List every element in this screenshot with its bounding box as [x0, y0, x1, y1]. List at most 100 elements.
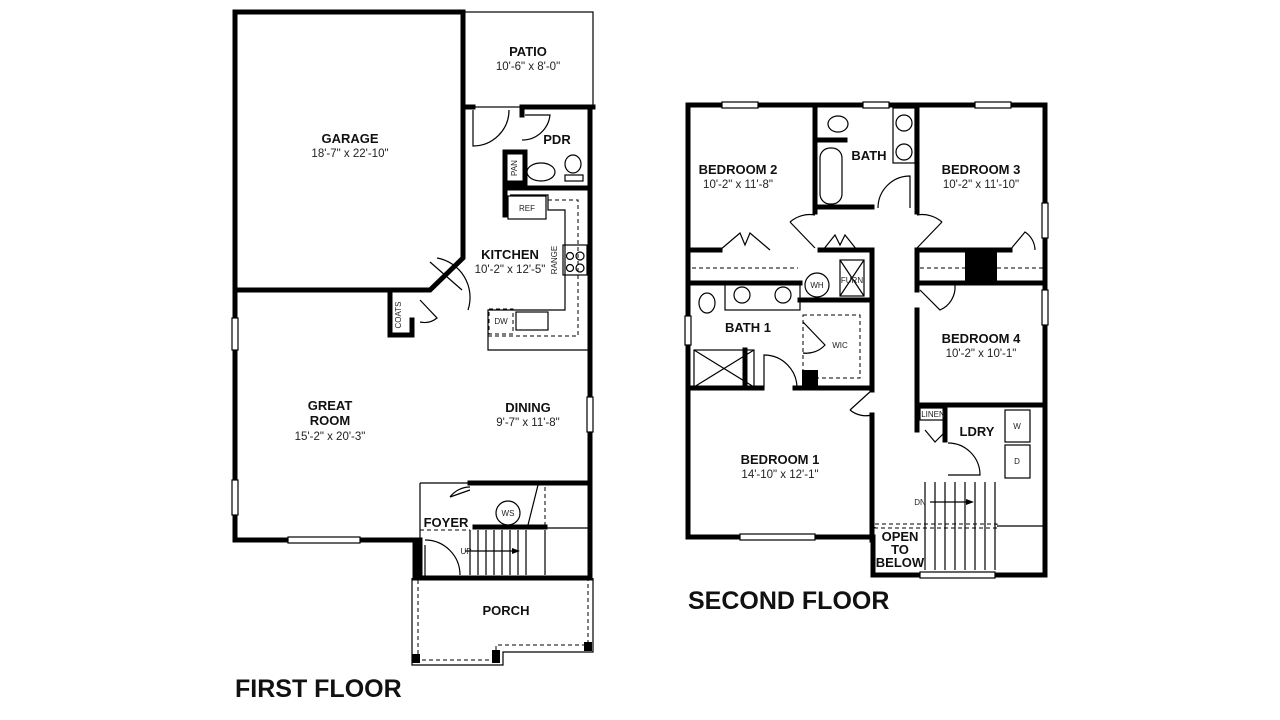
open-to-below-2: TO	[891, 542, 909, 557]
room-name-bath1: BATH 1	[725, 320, 771, 335]
range	[562, 244, 588, 276]
room-name-porch: PORCH	[483, 603, 530, 618]
toilet	[698, 292, 716, 314]
door[interactable]	[449, 486, 471, 498]
linen-label: LINEN	[921, 410, 945, 419]
coats-label: COATS	[394, 302, 403, 329]
first-floor-walls	[232, 9, 596, 581]
room-dims-kitchen: 10'-2" x 12'-5"	[475, 264, 546, 276]
dn-label: DN	[914, 498, 926, 507]
room-name-bath: BATH	[851, 148, 886, 163]
water-softener	[495, 500, 521, 526]
patio-outline	[462, 11, 594, 108]
room-name-great-room-1: GREAT	[308, 398, 353, 413]
shower	[693, 349, 755, 388]
linen-closet	[919, 407, 946, 421]
door[interactable]	[924, 429, 946, 443]
window	[231, 479, 239, 516]
first-floor-title: FIRST FLOOR	[235, 675, 402, 703]
vanity	[724, 282, 801, 311]
wh-label: WH	[810, 281, 824, 290]
door[interactable]	[802, 321, 826, 354]
window	[684, 315, 692, 346]
room-name-foyer: FOYER	[424, 515, 469, 530]
window	[862, 101, 890, 109]
first-floor-plan: GARAGE 18'-7" x 22'-10" PATIO 10'-6" x 8…	[231, 9, 596, 703]
room-name-ldry: LDRY	[960, 424, 995, 439]
dw-label: DW	[494, 317, 508, 326]
wic-label: WIC	[832, 341, 848, 350]
ws-label: WS	[502, 509, 515, 518]
window	[287, 536, 361, 544]
dishwasher	[488, 308, 514, 335]
door[interactable]	[789, 213, 816, 249]
upper-cabinets	[488, 199, 579, 337]
bathtub	[819, 147, 843, 205]
furnace	[839, 259, 865, 297]
refrigerator	[507, 195, 547, 220]
door[interactable]	[429, 257, 471, 311]
furn-label: FURN	[841, 276, 863, 285]
closet-doors[interactable]	[822, 233, 858, 251]
room-name-great-room-2: ROOM	[310, 413, 350, 428]
room-name-bedroom3: BEDROOM 3	[942, 162, 1021, 177]
room-name-dining: DINING	[505, 400, 551, 415]
door[interactable]	[947, 442, 981, 476]
washer	[1004, 409, 1031, 443]
window	[231, 317, 239, 351]
door[interactable]	[877, 175, 911, 209]
door[interactable]	[521, 114, 551, 141]
room-name-bedroom4: BEDROOM 4	[942, 331, 1022, 346]
closet-doors[interactable]	[719, 232, 771, 251]
up-label: UP	[460, 547, 471, 556]
room-name-garage: GARAGE	[321, 131, 378, 146]
ref-label: REF	[519, 204, 535, 213]
room-dims-bedroom1: 14'-10" x 12'-1"	[741, 469, 818, 481]
window	[586, 396, 594, 433]
room-name-pdr: PDR	[543, 132, 571, 147]
kitchen-sink	[515, 311, 549, 331]
front-door[interactable]	[424, 539, 461, 578]
stairs-down	[874, 482, 1043, 570]
door[interactable]	[849, 389, 873, 417]
door[interactable]	[472, 109, 510, 147]
pantry-label: PAN	[510, 160, 519, 176]
room-dims-bedroom2: 10'-2" x 11'-8"	[703, 179, 773, 191]
wic-shelving	[802, 314, 861, 379]
window	[919, 571, 996, 579]
room-name-bedroom1: BEDROOM 1	[741, 452, 820, 467]
vanity	[892, 107, 916, 164]
window	[1041, 202, 1049, 239]
room-dims-great-room: 15'-2" x 20'-3"	[295, 431, 366, 443]
room-dims-dining: 9'-7" x 11'-8"	[496, 417, 559, 429]
window	[1041, 289, 1049, 326]
dryer	[1004, 444, 1031, 479]
toilet	[564, 154, 582, 174]
window	[721, 101, 759, 109]
room-name-kitchen: KITCHEN	[481, 247, 539, 262]
water-heater	[804, 272, 830, 298]
dryer-label: D	[1014, 457, 1020, 466]
toilet	[827, 115, 849, 133]
door[interactable]	[1009, 231, 1036, 251]
window	[739, 533, 816, 541]
room-dims-bedroom3: 10'-2" x 11'-10"	[943, 179, 1019, 191]
washer-label: W	[1013, 422, 1021, 431]
door[interactable]	[916, 213, 943, 249]
kitchen-counter	[487, 194, 590, 351]
chase	[965, 250, 997, 283]
room-name-bedroom2: BEDROOM 2	[699, 162, 778, 177]
open-to-below-1: OPEN	[882, 529, 919, 544]
window	[974, 101, 1012, 109]
porch-outline	[411, 578, 594, 666]
pdr-sink	[526, 162, 556, 182]
room-dims-garage: 18'-7" x 22'-10"	[311, 148, 388, 160]
second-floor-title: SECOND FLOOR	[688, 587, 889, 615]
door[interactable]	[419, 299, 438, 324]
second-floor-plan: BEDROOM 2 10'-2" x 11'-8" BATH BEDROOM 3…	[684, 101, 1049, 615]
room-name-patio: PATIO	[509, 44, 547, 59]
range-label: RANGE	[550, 246, 559, 274]
door[interactable]	[763, 354, 798, 389]
door[interactable]	[919, 284, 956, 311]
